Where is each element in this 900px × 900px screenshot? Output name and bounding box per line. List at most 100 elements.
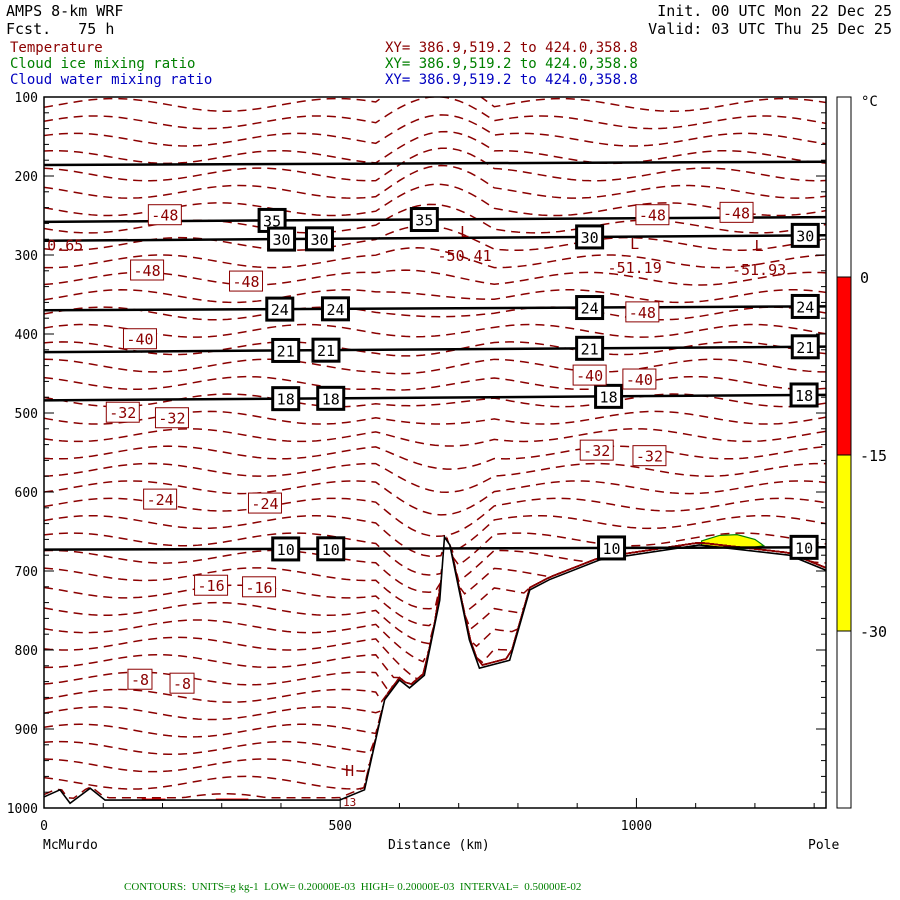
solid-label-box — [790, 334, 820, 360]
solid-label-box — [790, 222, 820, 248]
init-time: Init. 00 UTC Mon 22 Dec 25 — [657, 2, 892, 20]
extremum-marker: L — [755, 237, 764, 255]
temperature-contour — [44, 164, 826, 199]
x-tick-label: 1000 — [621, 819, 652, 834]
temperature-label: -24 — [251, 495, 278, 513]
colorbar-unit: °C — [861, 94, 878, 110]
solid-contour-label: 10 — [603, 540, 621, 558]
solid-label-box — [575, 224, 605, 250]
colorbar-band — [836, 276, 852, 456]
solid-contour-label: 10 — [322, 541, 340, 559]
temperature-label-box — [194, 574, 229, 596]
solid-label-box — [316, 385, 346, 411]
solid-contour — [44, 305, 826, 312]
forecast-hour: Fcst. 75 h — [6, 20, 115, 38]
temperature-contour — [44, 97, 826, 130]
solid-contour — [44, 393, 826, 402]
temperature-contour — [44, 497, 826, 538]
temperature-contour — [44, 410, 826, 425]
solid-contour-label: 24 — [796, 298, 814, 316]
temperature-label-box — [632, 445, 667, 467]
solid-contour-label: 30 — [581, 229, 599, 247]
temperature-contour — [44, 97, 826, 112]
solid-contour-label: 30 — [310, 231, 328, 249]
solid-contour-label: 24 — [581, 300, 599, 318]
temperature-label-box — [579, 439, 614, 461]
solid-contour-label: 18 — [322, 390, 340, 408]
temperature-label-box — [105, 401, 140, 423]
temperature-label: -32 — [109, 404, 136, 422]
temperature-contour — [44, 323, 826, 338]
temperature-contour — [44, 514, 826, 558]
solid-contour-label: 18 — [277, 391, 295, 409]
temperature-contour — [44, 375, 826, 391]
temperature-contour — [44, 537, 826, 800]
y-tick-label: 500 — [15, 407, 38, 422]
solid-contour-label: 18 — [600, 388, 618, 406]
colorbar-tick-label: -30 — [860, 623, 887, 641]
solid-contour — [44, 234, 826, 243]
solid-contour-label: 10 — [277, 541, 295, 559]
solid-label-box — [271, 536, 301, 562]
temperature-label: -48 — [151, 207, 178, 225]
y-tick-label: 400 — [15, 328, 38, 343]
x-left-label: McMurdo — [43, 838, 98, 853]
solid-contour-label: 30 — [273, 231, 291, 249]
y-tick-label: 200 — [15, 170, 38, 185]
extremum-marker: L — [630, 235, 639, 253]
field-temperature: Temperature — [10, 40, 103, 56]
solid-label-box — [790, 293, 820, 319]
temperature-label: -48 — [232, 273, 259, 291]
colorbar-band — [836, 454, 852, 632]
plot-frame — [43, 96, 827, 809]
temperature-contour — [44, 306, 826, 321]
solid-label-box — [271, 386, 301, 412]
solid-label-box — [594, 383, 624, 409]
temperature-label: -40 — [626, 371, 653, 389]
temperature-label-box — [719, 201, 754, 223]
temperature-contour — [44, 393, 826, 408]
temperature-contour — [44, 358, 826, 375]
temperature-label: -48 — [639, 207, 666, 225]
xy-cloud-water: XY= 386.9,519.2 to 424.0,358.8 — [385, 72, 638, 88]
solid-label-box — [311, 337, 341, 363]
solid-contour — [44, 160, 826, 167]
solid-label-box — [597, 535, 627, 561]
y-tick-label: 1000 — [7, 802, 38, 817]
temperature-label: -32 — [636, 448, 663, 466]
temperature-label: -40 — [576, 367, 603, 385]
solid-label-box — [409, 207, 439, 233]
model-title: AMPS 8-km WRF — [6, 2, 124, 20]
temperature-label-box — [169, 672, 195, 694]
solid-contour-label: 30 — [796, 227, 814, 245]
temperature-contour — [44, 532, 826, 576]
solid-label-box — [320, 296, 350, 322]
solid-contour-label: 10 — [795, 539, 813, 557]
y-tick-label: 600 — [15, 486, 38, 501]
x-axis-label: Distance (km) — [388, 838, 490, 853]
y-tick-label: 900 — [15, 723, 38, 738]
solid-contour-label: 21 — [796, 339, 814, 357]
temperature-label: -40 — [126, 331, 153, 349]
temperature-label-box — [572, 364, 607, 386]
temperature-label-box — [154, 407, 189, 429]
temperature-label: -48 — [134, 262, 161, 280]
solid-contour-label: 35 — [415, 212, 433, 230]
solid-label-box — [304, 226, 334, 252]
temperature-label: -32 — [583, 442, 610, 460]
y-tick-label: 100 — [15, 91, 38, 106]
temperature-contour — [44, 203, 826, 234]
solid-contour-label: 24 — [326, 301, 344, 319]
solid-contour-label: 21 — [317, 342, 335, 360]
colorbar-tick-label: 0 — [860, 269, 869, 287]
solid-contour — [44, 345, 826, 354]
temperature-label: -8 — [131, 671, 149, 689]
solid-label-box — [316, 536, 346, 562]
y-tick-label: 700 — [15, 565, 38, 580]
temperature-label: -8 — [173, 675, 191, 693]
solid-label-box — [265, 296, 295, 322]
solid-label-box — [271, 337, 301, 363]
temperature-contour — [44, 289, 826, 304]
